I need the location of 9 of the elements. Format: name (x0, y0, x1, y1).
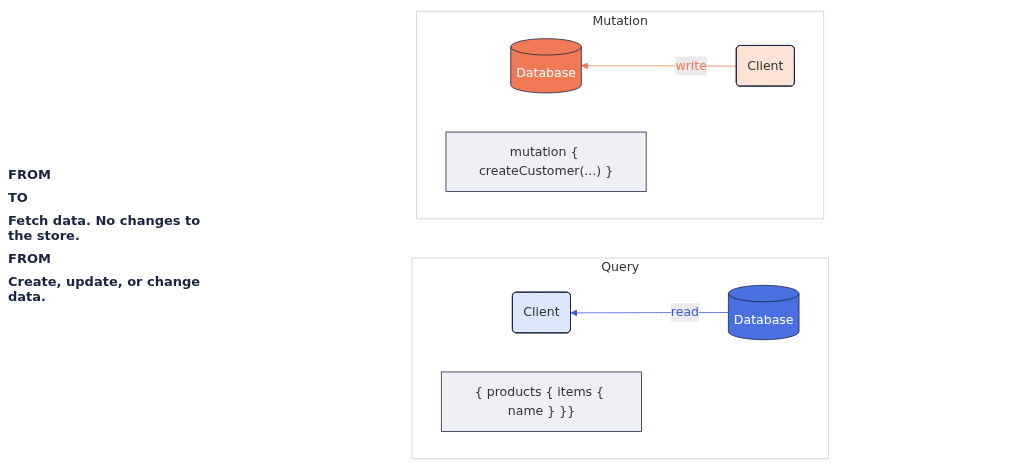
direction-label: FROM (8, 250, 52, 266)
node-box: mutation { createCustomer(...) } (445, 131, 647, 192)
edge-label: read (670, 304, 699, 320)
direction-label: FROM (8, 166, 52, 182)
edge-label: write (675, 57, 707, 73)
direction-label: TO (8, 189, 29, 205)
direction-label: Fetch data. No changes to the store. (8, 212, 202, 243)
node-box: { products { items { name } }} (440, 371, 642, 432)
direction-label: Create, update, or change data. (8, 273, 202, 304)
